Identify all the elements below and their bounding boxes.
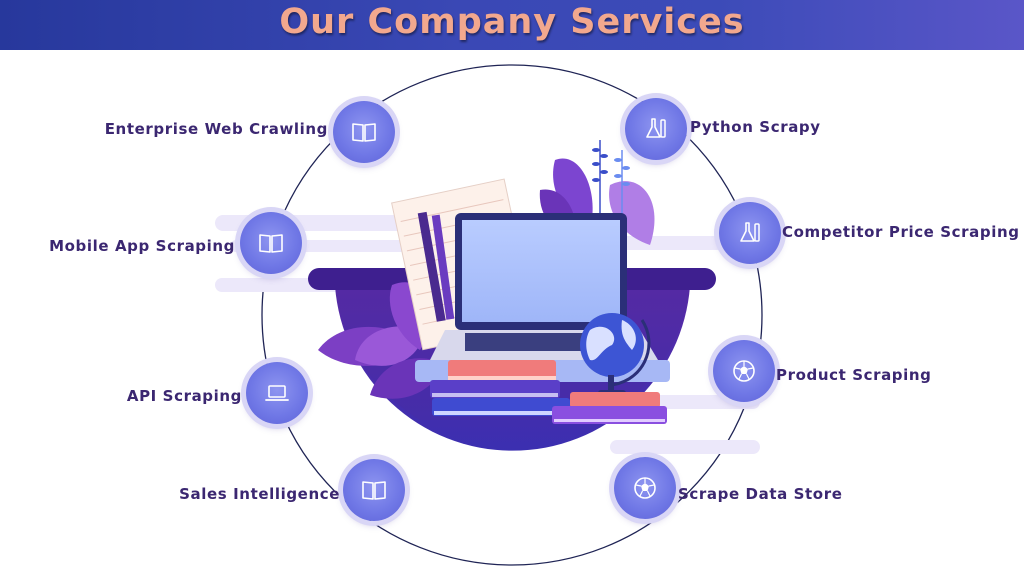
flask-icon <box>740 222 760 242</box>
service-label-python-scrapy: Python Scrapy <box>690 118 821 136</box>
soccer-ball-icon <box>634 477 656 499</box>
service-label-scrape-data-store: Scrape Data Store <box>678 485 843 503</box>
flask-icon <box>646 118 666 138</box>
service-label-sales-intelligence: Sales Intelligence <box>179 485 340 503</box>
book-icon <box>352 123 376 142</box>
service-label-competitor-price-scraping: Competitor Price Scraping <box>782 223 1020 241</box>
service-label-api-scraping: API Scraping <box>126 387 242 405</box>
soccer-ball-icon <box>733 360 755 382</box>
service-label-enterprise-web-crawling: Enterprise Web Crawling <box>104 120 328 138</box>
api-scraping-badge[interactable] <box>246 362 308 424</box>
enterprise-web-crawling-badge[interactable] <box>333 101 395 163</box>
laptop-icon <box>265 385 289 401</box>
service-label-product-scraping: Product Scraping <box>776 366 932 384</box>
competitor-price-scraping-badge[interactable] <box>719 202 781 264</box>
header-banner: Our Company Services <box>0 0 1024 50</box>
book-icon <box>259 234 283 253</box>
page-title: Our Company Services <box>279 2 745 42</box>
product-scraping-badge[interactable] <box>713 340 775 402</box>
python-scrapy-badge[interactable] <box>625 98 687 160</box>
scrape-data-store-badge[interactable] <box>614 457 676 519</box>
mobile-app-scraping-badge[interactable] <box>240 212 302 274</box>
service-label-mobile-app-scraping: Mobile App Scraping <box>49 237 235 255</box>
sales-intelligence-badge[interactable] <box>343 459 405 521</box>
book-icon <box>362 481 386 500</box>
